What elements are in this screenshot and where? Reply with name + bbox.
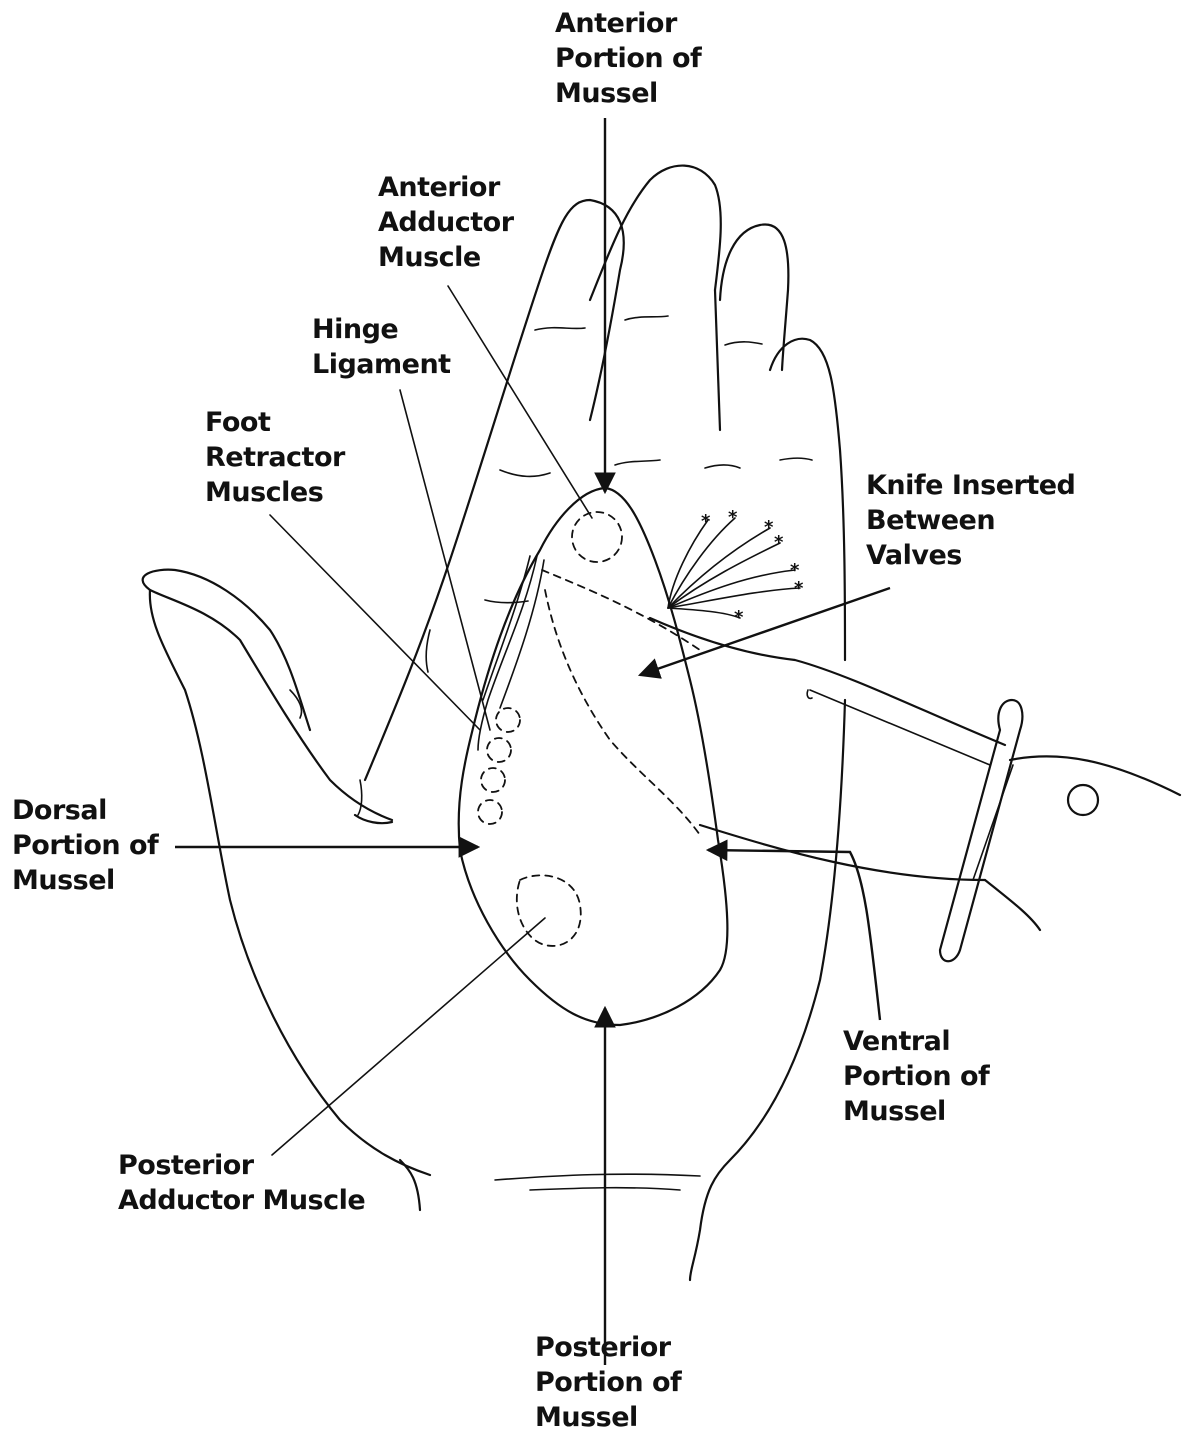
label-line: Adductor bbox=[378, 205, 514, 240]
label-line: Between bbox=[866, 503, 1075, 538]
label-line: Portion of bbox=[535, 1365, 681, 1400]
label-foot-retractor: Foot Retractor Muscles bbox=[205, 405, 345, 510]
label-line: Mussel bbox=[843, 1094, 989, 1129]
label-dorsal-portion: Dorsal Portion of Mussel bbox=[12, 793, 158, 898]
label-line: Mussel bbox=[535, 1400, 681, 1435]
knife bbox=[650, 618, 1180, 961]
label-line: Valves bbox=[866, 538, 1075, 573]
label-ventral-portion: Ventral Portion of Mussel bbox=[843, 1024, 989, 1129]
label-line: Retractor bbox=[205, 440, 345, 475]
label-line: Ventral bbox=[843, 1024, 989, 1059]
label-line: Foot bbox=[205, 405, 345, 440]
label-line: Hinge bbox=[312, 312, 451, 347]
label-anterior-adductor: Anterior Adductor Muscle bbox=[378, 170, 514, 275]
label-line: Posterior bbox=[535, 1330, 681, 1365]
label-line: Adductor Muscle bbox=[118, 1183, 365, 1218]
ventral-arrow bbox=[708, 850, 880, 1020]
label-line: Muscle bbox=[378, 240, 514, 275]
svg-text:*: * bbox=[701, 511, 711, 532]
svg-text:*: * bbox=[764, 517, 774, 538]
label-line: Mussel bbox=[555, 76, 701, 111]
label-line: Knife Inserted bbox=[866, 468, 1075, 503]
label-knife-inserted: Knife Inserted Between Valves bbox=[866, 468, 1075, 573]
label-line: Portion of bbox=[555, 41, 701, 76]
label-line: Anterior bbox=[378, 170, 514, 205]
label-line: Dorsal bbox=[12, 793, 158, 828]
label-line: Anterior bbox=[555, 6, 701, 41]
label-line: Posterior bbox=[118, 1148, 365, 1183]
label-line: Muscles bbox=[205, 475, 345, 510]
thread-tips: * * * * * * * bbox=[701, 507, 804, 628]
hand-outline bbox=[143, 166, 845, 1280]
label-line: Portion of bbox=[12, 828, 158, 863]
label-line: Portion of bbox=[843, 1059, 989, 1094]
svg-text:*: * bbox=[734, 607, 744, 628]
byssal-threads: * * * * * * * bbox=[668, 507, 804, 628]
posterior-adductor-leader bbox=[272, 918, 545, 1155]
foot-retractor-leader bbox=[270, 515, 480, 730]
hinge-ligament-leader bbox=[400, 390, 490, 730]
mussel-shell bbox=[459, 488, 728, 1025]
label-anterior-portion: Anterior Portion of Mussel bbox=[555, 6, 701, 111]
label-posterior-adductor: Posterior Adductor Muscle bbox=[118, 1148, 365, 1218]
label-hinge-ligament: Hinge Ligament bbox=[312, 312, 451, 382]
label-posterior-portion: Posterior Portion of Mussel bbox=[535, 1330, 681, 1435]
svg-text:*: * bbox=[774, 532, 784, 553]
svg-text:*: * bbox=[794, 578, 804, 599]
label-line: Ligament bbox=[312, 347, 451, 382]
svg-text:*: * bbox=[728, 507, 738, 528]
label-line: Mussel bbox=[12, 863, 158, 898]
anterior-adductor-leader bbox=[448, 286, 592, 518]
